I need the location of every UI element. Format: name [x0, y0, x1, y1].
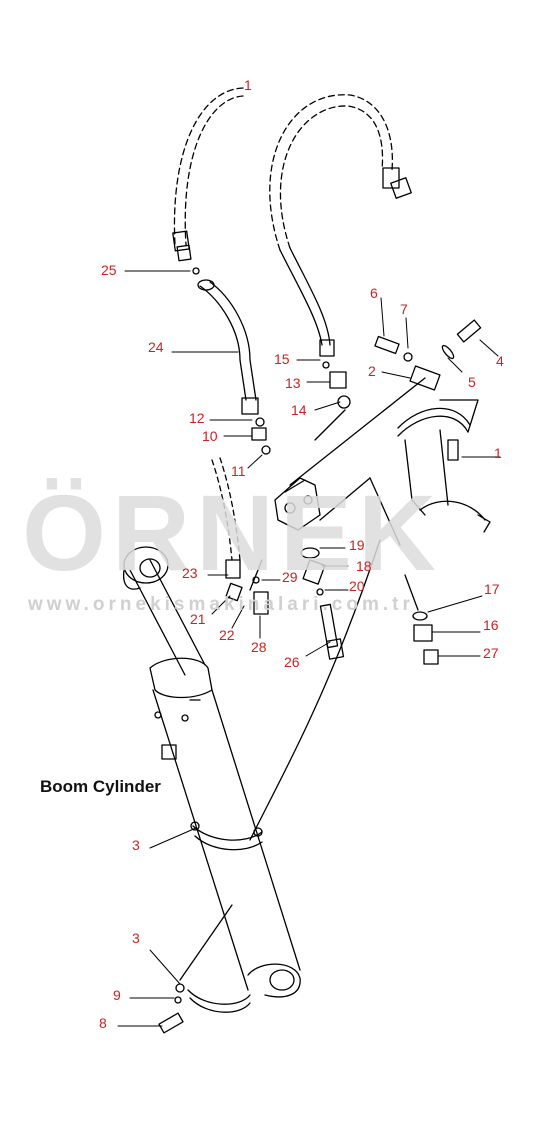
assembly-lines: [179, 377, 479, 981]
hose-1-right: [269, 94, 412, 357]
callout-2: 2: [368, 363, 376, 379]
watermark-brand: ÖRNEK: [22, 472, 443, 593]
callout-4: 4: [496, 353, 504, 369]
hose-small: [211, 457, 269, 615]
callout-8: 8: [99, 1015, 107, 1031]
callout-6: 6: [370, 285, 378, 301]
callout-24: 24: [148, 339, 164, 355]
callout-27: 27: [483, 645, 499, 661]
fittings-lower: [252, 547, 439, 665]
callout-19: 19: [349, 537, 365, 553]
callout-23: 23: [182, 565, 198, 581]
callout-25: 25: [101, 262, 117, 278]
fittings-center: [251, 361, 351, 455]
clamp-bracket: [397, 365, 491, 533]
callout-28: 28: [251, 639, 267, 655]
callout-29: 29: [282, 569, 298, 585]
callout-9: 9: [113, 987, 121, 1003]
callout-5: 5: [468, 374, 476, 390]
callout-20: 20: [349, 578, 365, 594]
hose-1-left: [172, 87, 244, 262]
callout-15: 15: [274, 351, 290, 367]
callout-21: 21: [190, 611, 206, 627]
callout-17: 17: [484, 581, 500, 597]
callout-14: 14: [291, 402, 307, 418]
callout-16: 16: [483, 617, 499, 633]
diagram-title: Boom Cylinder: [40, 777, 161, 796]
boom-cylinder: [122, 546, 301, 1034]
callout-13: 13: [285, 375, 301, 391]
callout-22: 22: [219, 627, 235, 643]
callout-7: 7: [400, 301, 408, 317]
bolts-top: [374, 319, 482, 362]
pipe-24: [192, 267, 259, 415]
callout-1-right: 1: [494, 445, 502, 461]
callout-leaders: [117, 270, 501, 1027]
callout-18: 18: [356, 558, 372, 574]
callout-11: 11: [231, 463, 246, 479]
watermark-url: www.ornekismakinalari.com.tr: [28, 594, 414, 615]
callout-3-upper: 3: [132, 837, 140, 853]
callout-12: 12: [189, 410, 205, 426]
callout-1-top: 1: [244, 77, 252, 93]
callout-10: 10: [202, 428, 218, 444]
callout-26: 26: [284, 654, 300, 670]
valve-block: [274, 477, 321, 531]
callout-3-lower: 3: [132, 930, 140, 946]
